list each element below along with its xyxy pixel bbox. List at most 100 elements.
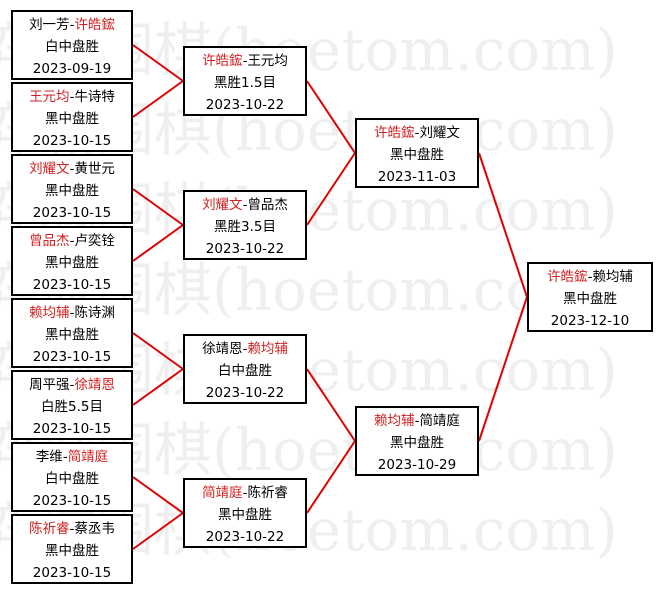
bracket-connector-line	[132, 188, 184, 226]
match-players: 许皓鋐-赖均辅	[547, 269, 633, 285]
match-date: 2023-10-15	[32, 565, 112, 581]
match-players: 许皓鋐-王元均	[202, 53, 288, 69]
bracket-connector-line	[132, 476, 184, 514]
match-date: 2023-10-15	[32, 133, 112, 149]
bracket-connector-line	[306, 80, 356, 154]
match-box: 曾品杰-卢奕铨 黑中盘胜 2023-10-15	[11, 226, 133, 296]
match-date: 2023-10-15	[32, 277, 112, 293]
match-box: 周平强-徐靖恩 白胜5.5目 2023-10-15	[11, 370, 133, 440]
match-result: 黑中盘胜	[45, 255, 99, 271]
match-box: 陈祈睿-蔡丞韦 黑中盘胜 2023-10-15	[11, 514, 133, 584]
match-result: 黑胜1.5目	[214, 75, 276, 91]
match-result: 白中盘胜	[218, 363, 272, 379]
match-players: 周平强-徐靖恩	[29, 377, 115, 393]
match-box: 赖均辅-陈诗渊 黑中盘胜 2023-10-15	[11, 298, 133, 368]
match-date: 2023-10-15	[32, 493, 112, 509]
match-players: 王元均-牛诗特	[29, 89, 115, 105]
match-players: 刘耀文-黄世元	[29, 161, 115, 177]
player-black-winner: 王元均	[29, 89, 70, 105]
match-box: 刘一芳-许皓鋐 白中盘胜 2023-09-19	[11, 10, 133, 80]
player-white: 王元均	[247, 53, 288, 69]
player-black: 李维	[35, 449, 63, 465]
player-white: 陈祈睿	[247, 485, 288, 501]
bracket-connector-line	[132, 332, 184, 370]
match-box: 刘耀文-黄世元 黑中盘胜 2023-10-15	[11, 154, 133, 224]
bracket-connector-line	[306, 440, 356, 514]
match-date: 2023-09-19	[32, 61, 112, 77]
bracket-connector-line	[478, 152, 528, 298]
match-result: 黑中盘胜	[45, 111, 99, 127]
bracket-connector-line	[306, 368, 356, 442]
match-result: 黑中盘胜	[563, 291, 617, 307]
match-date: 2023-10-15	[32, 349, 112, 365]
bracket-connector-line	[478, 296, 528, 442]
match-players: 刘一芳-许皓鋐	[29, 17, 115, 33]
player-white-winner: 徐靖恩	[74, 377, 115, 393]
match-date: 2023-10-22	[205, 241, 285, 257]
match-date: 2023-11-03	[377, 169, 457, 185]
match-result: 白中盘胜	[45, 471, 99, 487]
player-black: 周平强	[29, 377, 70, 393]
player-white: 卢奕铨	[74, 233, 115, 249]
match-date: 2023-12-10	[550, 313, 630, 329]
player-black-winner: 赖均辅	[29, 305, 70, 321]
match-result: 白中盘胜	[45, 39, 99, 55]
player-white: 简靖庭	[419, 413, 460, 429]
bracket-connector-line	[132, 44, 184, 82]
player-white: 曾品杰	[247, 197, 288, 213]
match-result: 白胜5.5目	[41, 399, 103, 415]
match-box-final: 许皓鋐-赖均辅 黑中盘胜 2023-12-10	[527, 262, 653, 332]
match-result: 黑中盘胜	[45, 327, 99, 343]
match-date: 2023-10-29	[377, 457, 457, 473]
match-date: 2023-10-22	[205, 529, 285, 545]
bracket-connector-line	[132, 368, 184, 406]
match-box: 许皓鋐-刘耀文 黑中盘胜 2023-11-03	[355, 118, 479, 188]
match-box: 李维-简靖庭 白中盘胜 2023-10-15	[11, 442, 133, 512]
match-result: 黑中盘胜	[218, 507, 272, 523]
match-box: 徐靖恩-赖均辅 白中盘胜 2023-10-22	[183, 334, 307, 404]
match-result: 黑中盘胜	[390, 435, 444, 451]
match-result: 黑中盘胜	[45, 543, 99, 559]
match-players: 简靖庭-陈祈睿	[202, 485, 288, 501]
match-players: 许皓鋐-刘耀文	[374, 125, 460, 141]
bracket-connector-line	[306, 152, 356, 226]
match-date: 2023-10-15	[32, 421, 112, 437]
match-box: 简靖庭-陈祈睿 黑中盘胜 2023-10-22	[183, 478, 307, 548]
match-result: 黑胜3.5目	[214, 219, 276, 235]
player-white-winner: 许皓鋐	[74, 17, 115, 33]
player-black: 刘一芳	[29, 17, 70, 33]
match-players: 赖均辅-陈诗渊	[29, 305, 115, 321]
player-black-winner: 简靖庭	[202, 485, 243, 501]
player-black-winner: 许皓鋐	[202, 53, 243, 69]
match-date: 2023-10-22	[205, 97, 285, 113]
match-box: 赖均辅-简靖庭 黑中盘胜 2023-10-29	[355, 406, 479, 476]
player-black-winner: 许皓鋐	[374, 125, 415, 141]
bracket-connector-line	[132, 80, 184, 118]
player-white-winner: 赖均辅	[247, 341, 288, 357]
player-white: 黄世元	[74, 161, 115, 177]
match-box: 许皓鋐-王元均 黑胜1.5目 2023-10-22	[183, 46, 307, 116]
match-players: 赖均辅-简靖庭	[374, 413, 460, 429]
match-players: 陈祈睿-蔡丞韦	[29, 521, 115, 537]
player-black-winner: 赖均辅	[374, 413, 415, 429]
bracket-connector-line	[132, 512, 184, 550]
player-black: 徐靖恩	[202, 341, 243, 357]
match-result: 黑中盘胜	[390, 147, 444, 163]
player-white: 陈诗渊	[74, 305, 115, 321]
match-result: 黑中盘胜	[45, 183, 99, 199]
player-white: 赖均辅	[592, 269, 633, 285]
match-players: 刘耀文-曾品杰	[202, 197, 288, 213]
match-players: 曾品杰-卢奕铨	[29, 233, 115, 249]
match-date: 2023-10-15	[32, 205, 112, 221]
bracket-connector-line	[132, 224, 184, 262]
player-white: 牛诗特	[74, 89, 115, 105]
player-white: 刘耀文	[419, 125, 460, 141]
player-white: 蔡丞韦	[74, 521, 115, 537]
match-players: 徐靖恩-赖均辅	[202, 341, 288, 357]
player-black-winner: 曾品杰	[29, 233, 70, 249]
player-black-winner: 陈祈睿	[29, 521, 70, 537]
match-box: 刘耀文-曾品杰 黑胜3.5目 2023-10-22	[183, 190, 307, 260]
player-white-winner: 简靖庭	[67, 449, 109, 465]
match-date: 2023-10-22	[205, 385, 285, 401]
